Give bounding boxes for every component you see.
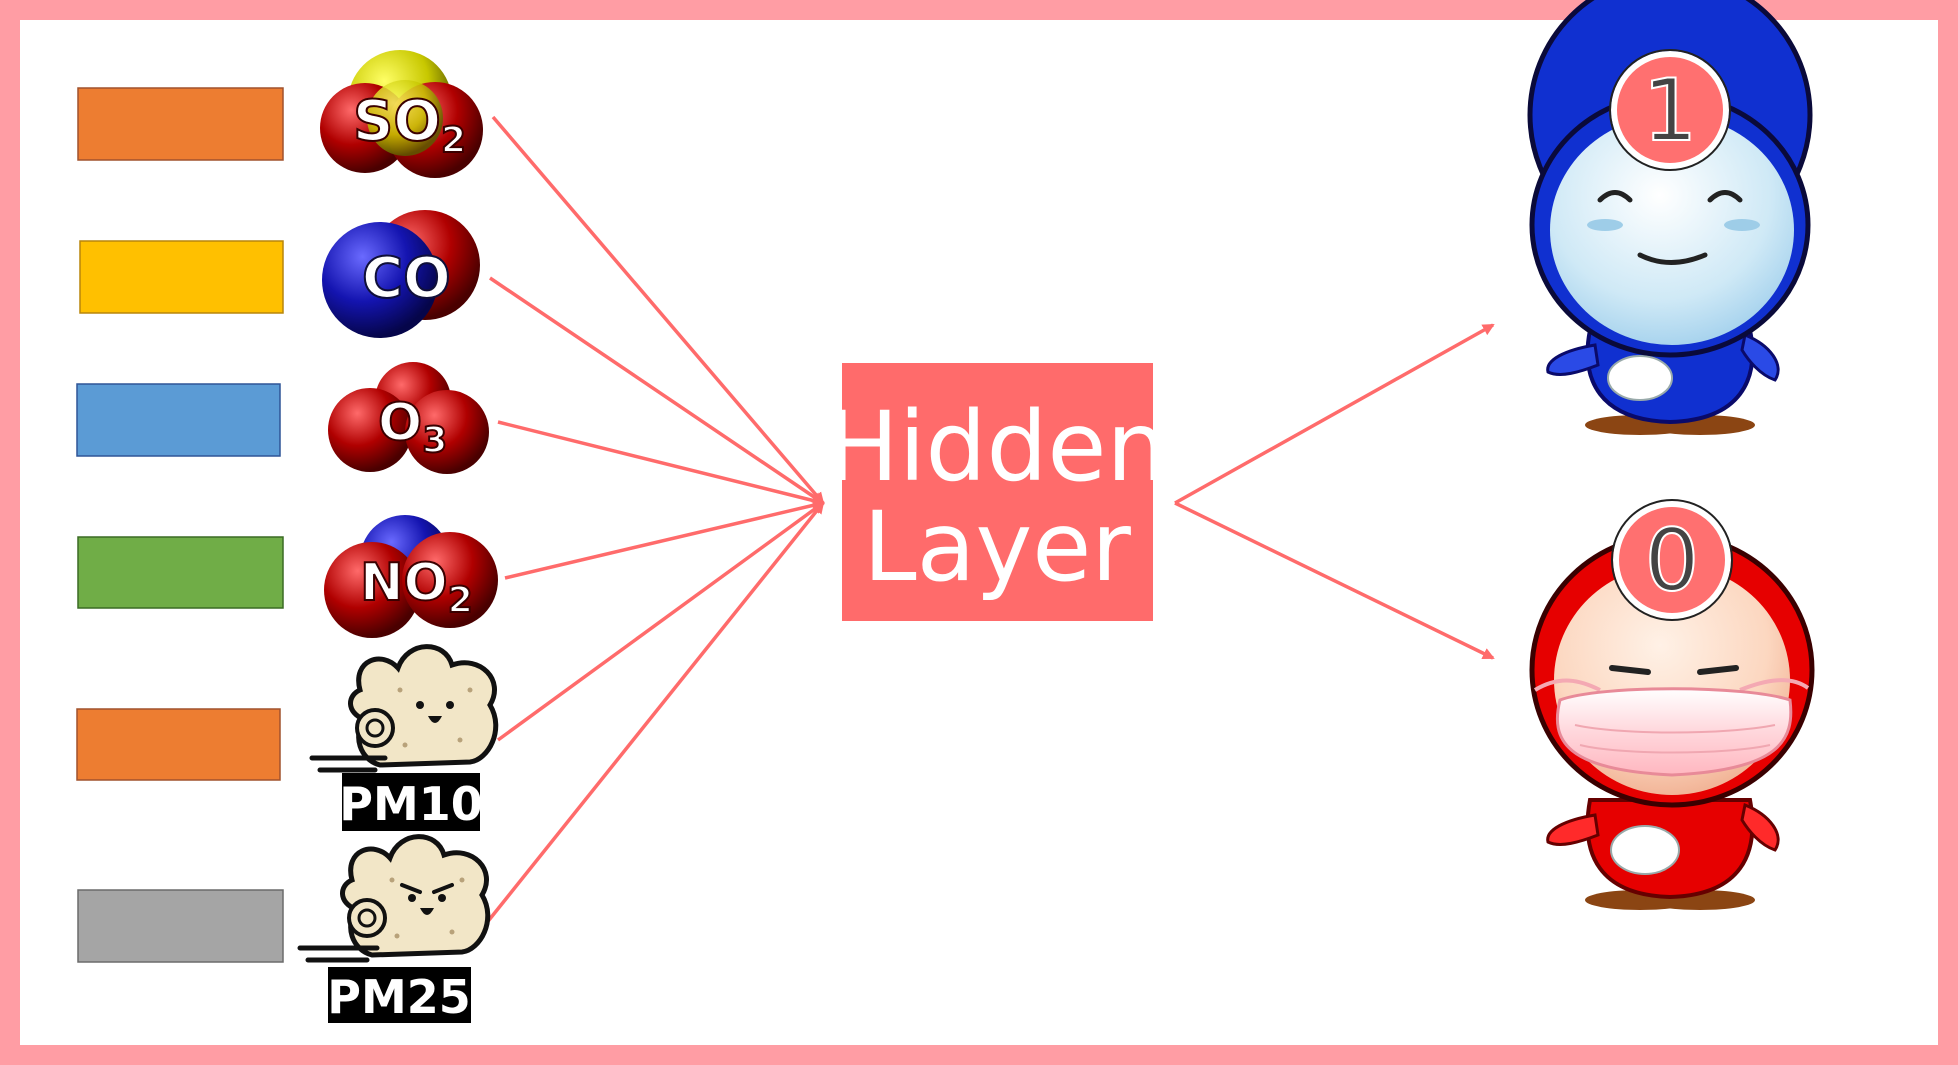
hidden-layer-line1: Hidden — [827, 391, 1168, 503]
no2-label-main: NO — [360, 553, 448, 613]
arrow-no2-to-hidden — [504, 499, 825, 580]
input-bar-pm10 — [76, 708, 281, 781]
svg-text:CO: CO — [362, 246, 451, 311]
arrow-pm10-to-hidden — [496, 501, 825, 742]
hidden-layer-box — [842, 363, 1153, 621]
no2-molecule-icon: NO2 — [324, 515, 498, 638]
arrow-hidden-to-bad — [1174, 501, 1495, 660]
input-bars — [76, 87, 284, 963]
input-bar-o3 — [76, 383, 281, 457]
o3-molecule-icon: O3 — [328, 362, 489, 474]
output-arrows — [1174, 323, 1495, 660]
arrow-hidden-to-good — [1174, 323, 1495, 505]
o3-label-main: O — [378, 393, 422, 453]
svg-text:NO2: NO2 — [360, 553, 473, 621]
pm25-label: PM25 — [327, 970, 471, 1024]
output-badge-good: 1 — [1609, 49, 1731, 171]
output-badge-bad: 0 — [1611, 499, 1733, 621]
pm25-dust-icon: PM25 — [297, 834, 491, 1024]
hidden-layer: Hidden Layer — [827, 363, 1168, 621]
pm10-dust-icon: PM10 — [309, 644, 499, 831]
input-bar-co — [79, 240, 284, 314]
so2-label-sub: 2 — [441, 120, 466, 161]
so2-label-main: SO — [353, 89, 441, 154]
output-badge-bad-value: 0 — [1645, 511, 1700, 611]
so2-molecule-icon: SO2 — [320, 50, 483, 178]
arrow-co-to-hidden — [489, 276, 825, 505]
input-bar-pm25 — [77, 889, 284, 963]
no2-label-sub: 2 — [448, 580, 473, 621]
o3-label-sub: 3 — [422, 420, 447, 461]
input-bar-no2 — [77, 536, 284, 609]
input-bar-so2 — [77, 87, 284, 161]
svg-text:SO2: SO2 — [353, 89, 466, 161]
arrow-so2-to-hidden — [491, 115, 825, 505]
output-badge-good-value: 1 — [1643, 61, 1698, 161]
input-arrows — [483, 115, 825, 927]
arrow-o3-to-hidden — [497, 420, 825, 507]
co-label-main: CO — [362, 246, 451, 311]
hidden-layer-line2: Layer — [863, 491, 1131, 603]
arrow-pm25-to-hidden — [483, 501, 825, 927]
svg-text:O3: O3 — [378, 393, 447, 461]
happy-blue-mascot-icon — [1527, 0, 1813, 435]
masked-red-mascot-icon — [1529, 532, 1815, 910]
pm10-label: PM10 — [339, 777, 483, 831]
co-molecule-icon: CO — [322, 210, 480, 338]
